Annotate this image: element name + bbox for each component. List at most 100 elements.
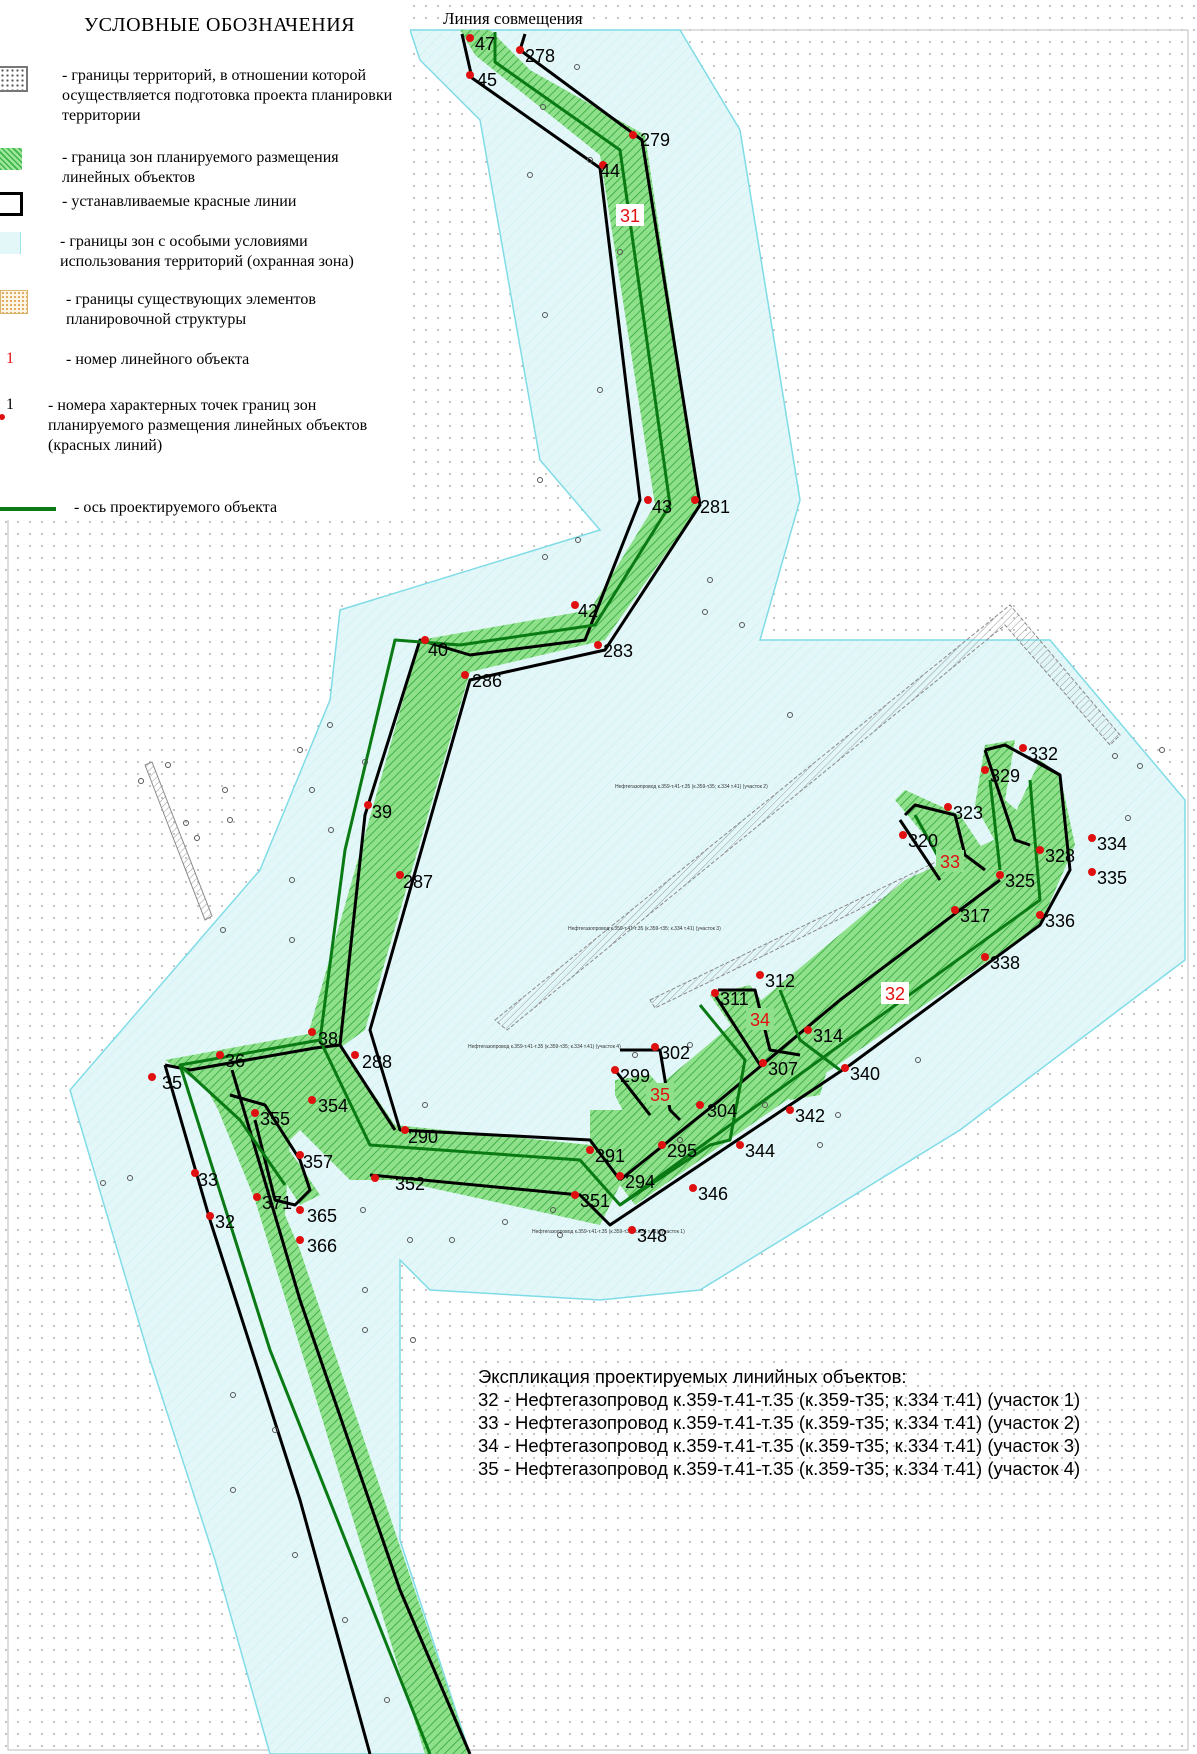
point-label-278: 278: [525, 46, 555, 66]
explication-title: Экспликация проектируемых линийных объек…: [478, 1366, 907, 1387]
point-marker-33: [191, 1169, 199, 1177]
point-marker-304: [696, 1101, 704, 1109]
point-marker-286: [461, 671, 469, 679]
point-marker-47: [466, 34, 474, 42]
point-label-354: 354: [318, 1096, 348, 1116]
point-number-sample: 1: [6, 396, 14, 413]
point-marker-312: [756, 971, 764, 979]
point-marker-36: [216, 1051, 224, 1059]
point-marker-352: [371, 1174, 379, 1182]
point-marker-323: [944, 803, 952, 811]
point-marker-329: [981, 766, 989, 774]
point-marker-336: [1036, 911, 1044, 919]
point-label-307: 307: [768, 1059, 798, 1079]
point-marker-283: [594, 641, 602, 649]
point-marker-340: [841, 1064, 849, 1072]
planning-boundary-symbol-icon: [0, 66, 28, 92]
point-label-32: 32: [215, 1212, 235, 1232]
point-marker-43: [644, 496, 652, 504]
point-marker-38: [308, 1028, 316, 1036]
point-marker-334: [1088, 834, 1096, 842]
object-label-33: 33: [940, 852, 960, 872]
point-label-365: 365: [307, 1206, 337, 1226]
point-marker-290: [401, 1126, 409, 1134]
point-marker-365: [296, 1206, 304, 1214]
point-label-329: 329: [990, 766, 1020, 786]
point-marker-42: [571, 601, 579, 609]
point-label-355: 355: [260, 1109, 290, 1129]
point-label-44: 44: [600, 161, 620, 181]
point-marker-288: [351, 1051, 359, 1059]
point-label-283: 283: [603, 641, 633, 661]
legend-panel: УСЛОВНЫЕ ОБОЗНАЧЕНИЯ - границы территори…: [0, 0, 410, 520]
point-label-348: 348: [637, 1226, 667, 1246]
point-marker-39: [364, 801, 372, 809]
annotation-section-2: Нефтегазопровод к.359-т.41-т.35 (к.359-т…: [615, 784, 768, 790]
point-label-328: 328: [1045, 846, 1075, 866]
annotation-section-1: Нефтегазопровод к.359-т.41-т.35 (к.359-т…: [532, 1229, 685, 1235]
explication-line-35: 35 - Нефтегазопровод к.359-т.41-т.35 (к.…: [478, 1458, 1081, 1479]
point-label-294: 294: [625, 1172, 655, 1192]
legend-title: УСЛОВНЫЕ ОБОЗНАЧЕНИЯ: [84, 14, 355, 36]
point-label-338: 338: [990, 953, 1020, 973]
point-marker-287: [396, 871, 404, 879]
point-label-291: 291: [595, 1146, 625, 1166]
point-label-342: 342: [795, 1106, 825, 1126]
point-label-43: 43: [652, 497, 672, 517]
existing-structure-outline: [494, 604, 1121, 1031]
point-label-311: 311: [720, 989, 749, 1009]
point-marker-45: [466, 71, 474, 79]
point-label-302: 302: [660, 1043, 690, 1063]
point-label-299: 299: [620, 1066, 650, 1086]
point-label-35: 35: [162, 1073, 182, 1093]
point-label-279: 279: [640, 130, 670, 150]
point-marker-354: [308, 1096, 316, 1104]
point-marker-279: [629, 131, 637, 139]
point-label-36: 36: [225, 1051, 245, 1071]
point-marker-40: [421, 636, 429, 644]
annotation-section-4: Нефтегазопровод к.359-т.41-т.35 (к.359-т…: [468, 1044, 621, 1050]
object-label-35: 35: [650, 1085, 670, 1105]
point-label-323: 323: [953, 803, 983, 823]
point-marker-348: [628, 1226, 636, 1234]
terrain-symbols: [100, 64, 1165, 1703]
explication-line-33: 33 - Нефтегазопровод к.359-т.41-т.35 (к.…: [478, 1412, 1081, 1433]
point-marker-281: [691, 496, 699, 504]
point-label-340: 340: [850, 1064, 880, 1084]
red-lines-symbol-icon: [0, 192, 23, 216]
point-marker-342: [786, 1106, 794, 1114]
point-marker-32: [206, 1212, 214, 1220]
point-label-371: 371: [262, 1193, 292, 1213]
point-label-325: 325: [1005, 871, 1035, 891]
point-marker-320: [899, 831, 907, 839]
axis-line-symbol-icon: [0, 507, 56, 511]
point-label-314: 314: [813, 1026, 843, 1046]
point-label-335: 335: [1097, 868, 1127, 888]
point-label-47: 47: [475, 34, 495, 54]
point-label-320: 320: [908, 831, 938, 851]
point-marker-371: [253, 1193, 261, 1201]
point-label-334: 334: [1097, 834, 1127, 854]
point-marker-328: [1036, 846, 1044, 854]
point-label-42: 42: [578, 601, 598, 621]
protection-zone-symbol-icon: [0, 232, 21, 254]
point-label-317: 317: [960, 906, 990, 926]
point-label-45: 45: [477, 70, 497, 90]
point-marker-317: [951, 906, 959, 914]
point-dot-icon: [0, 414, 5, 420]
point-label-288: 288: [362, 1052, 392, 1072]
object-label-31: 31: [620, 206, 640, 226]
object-number-sample: 1: [6, 350, 14, 367]
point-label-336: 336: [1045, 911, 1075, 931]
point-label-332: 332: [1028, 744, 1058, 764]
point-label-344: 344: [745, 1141, 775, 1161]
point-label-40: 40: [428, 640, 448, 660]
point-label-366: 366: [307, 1236, 337, 1256]
protection-zone: [69, 29, 1186, 1754]
point-label-312: 312: [765, 971, 795, 991]
point-label-352: 352: [395, 1174, 425, 1194]
point-marker-302: [651, 1043, 659, 1051]
point-marker-325: [996, 871, 1004, 879]
